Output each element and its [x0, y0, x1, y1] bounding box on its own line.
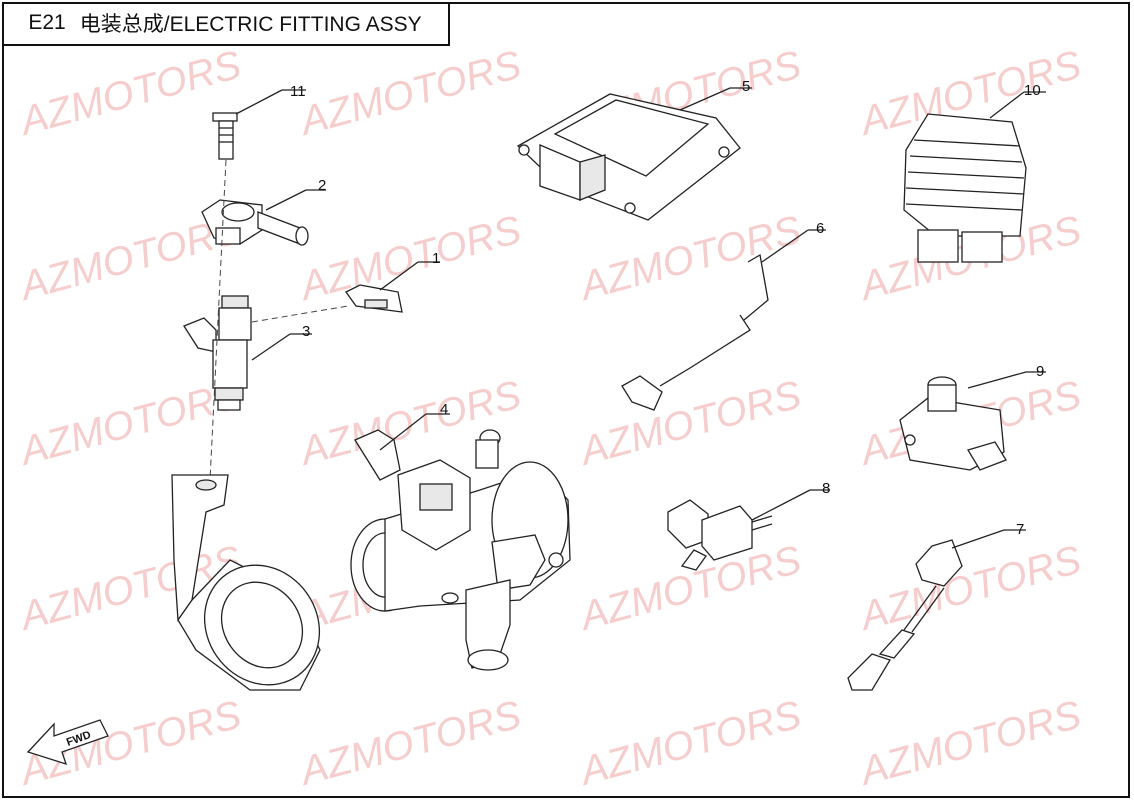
- part-6-wire: [621, 253, 769, 411]
- part-5-ecu: [516, 93, 741, 221]
- callout-3: 3: [302, 323, 310, 340]
- watermark: AZMOTORS: [574, 538, 806, 640]
- callout-6: 6: [816, 220, 824, 237]
- fwd-arrow-icon: [26, 719, 109, 766]
- part-8-valve: [667, 499, 773, 571]
- part-9-sensor: [899, 376, 1007, 471]
- part-11-bolt: [212, 112, 238, 160]
- callout-5: 5: [742, 78, 750, 95]
- watermark: AZMOTORS: [294, 208, 526, 310]
- callout-4: 4: [440, 401, 448, 418]
- callout-9: 9: [1036, 363, 1044, 380]
- part-4-throttle-body: [350, 429, 571, 671]
- watermark: AZMOTORS: [294, 43, 526, 145]
- part-3-injector: [183, 295, 252, 411]
- part-7-o2-sensor: [847, 539, 963, 691]
- title-box: E21 电装总成/ELECTRIC FITTING ASSY: [2, 2, 450, 46]
- watermark: AZMOTORS: [14, 43, 246, 145]
- diagram-code: E21: [28, 11, 66, 34]
- part-2-fuel-joint: [201, 199, 309, 246]
- callout-11: 11: [290, 83, 306, 100]
- part-1-clip: [345, 284, 403, 313]
- watermark: AZMOTORS: [574, 693, 806, 795]
- part-10-regulator: [903, 113, 1027, 263]
- watermark: AZMOTORS: [14, 373, 246, 475]
- intake-manifold: [171, 474, 321, 691]
- leader-lines: [235, 87, 1046, 549]
- callout-2: 2: [318, 177, 326, 194]
- diagram-title: 电装总成/ELECTRIC FITTING ASSY: [79, 13, 422, 36]
- watermark: AZMOTORS: [854, 693, 1086, 795]
- watermark: AZMOTORS: [294, 693, 526, 795]
- callout-8: 8: [822, 480, 830, 497]
- watermark: AZMOTORS: [574, 208, 806, 310]
- callout-1: 1: [432, 250, 440, 267]
- callout-7: 7: [1016, 521, 1024, 538]
- watermark: AZMOTORS: [574, 373, 806, 475]
- callout-10: 10: [1024, 82, 1041, 99]
- watermark: AZMOTORS: [854, 538, 1086, 640]
